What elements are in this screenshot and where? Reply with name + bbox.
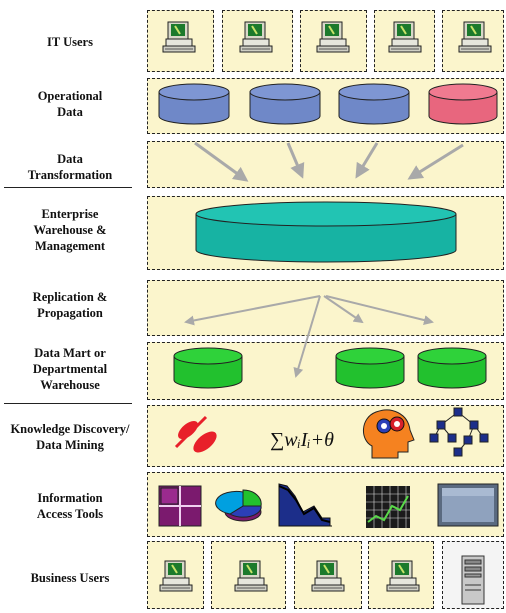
band-replication [147,280,504,336]
computer-icon [234,560,268,592]
replication-arrows [184,295,434,378]
brain-head-icon [363,409,415,459]
band-data-transformation [147,141,504,188]
database-icon [158,83,230,125]
database-icon [173,347,243,389]
layer-label-business-users: Business Users [0,558,140,598]
layer-label-line: Management [34,239,106,253]
layer-label-line: Replication & [32,290,108,304]
computer-icon [311,560,345,592]
computer-icon [159,560,193,592]
layer-label-line: Warehouse [40,378,100,392]
tree-network-icon [429,407,489,457]
percent-icon [174,415,217,453]
computer-icon [386,560,420,592]
layer-label-it-users: IT Users [0,25,140,59]
layer-label-line: Data [57,152,83,166]
3d-chart-icon [278,483,332,527]
computer-icon [239,21,273,53]
layer-label-line: Departmental [32,362,108,376]
divider-line [4,187,132,188]
grid-chart-icon [366,486,410,528]
layer-label-line: IT Users [47,35,93,49]
computer-icon [162,21,196,53]
enterprise-warehouse-icon [195,201,457,263]
computer-icon [458,21,492,53]
layer-label-line: Business Users [30,571,110,585]
layer-label-line: Data [57,105,83,119]
layer-label-line: Transformation [27,168,113,182]
layer-label-line: Warehouse & [33,223,107,237]
layer-label-line: Enterprise [41,207,99,221]
database-icon [249,83,321,125]
layer-label-line: Data Mart or [34,346,106,360]
server-tower-icon [461,555,485,605]
computer-icon [388,21,422,53]
transformation-arrows [194,141,464,182]
layer-label-line: Data Mining [36,438,104,452]
monitor-panel-icon [437,483,499,527]
formula-icon: ∑wᵢIᵢ+θ [270,429,334,451]
database-icon [417,347,487,389]
layer-label-line: Operational [37,89,103,103]
layer-label-line: Propagation [37,306,103,320]
computer-icon [316,21,350,53]
layer-label-knowledge-discovery: Knowledge Discovery/Data Mining [0,415,140,459]
divider-line [4,403,132,404]
database-icon [428,83,498,125]
database-icon [335,347,405,389]
layer-label-line: Knowledge Discovery/ [10,422,130,436]
layer-label-replication: Replication & Propagation [0,283,140,327]
layer-label-line: Access Tools [36,507,104,521]
layer-label-line: Information [37,491,103,505]
cube-icon [158,485,202,527]
pie-chart-icon [215,489,262,522]
database-icon [338,83,410,125]
